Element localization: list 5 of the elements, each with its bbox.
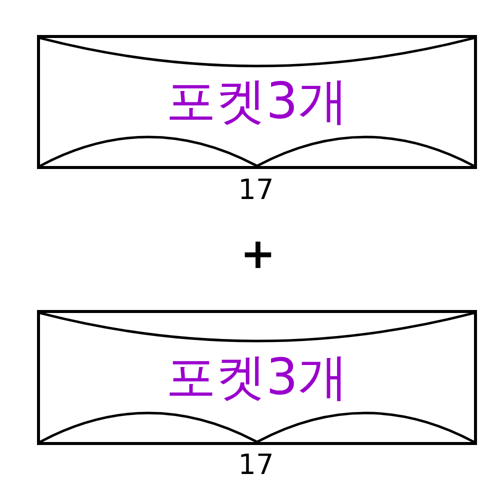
pocket-label: 포켓3개 (166, 76, 348, 126)
pocket-label: 포켓3개 (166, 352, 348, 402)
dimension-label: 17 (238, 451, 274, 479)
dimension-label: 17 (238, 176, 274, 204)
plus-sign: + (240, 233, 276, 275)
